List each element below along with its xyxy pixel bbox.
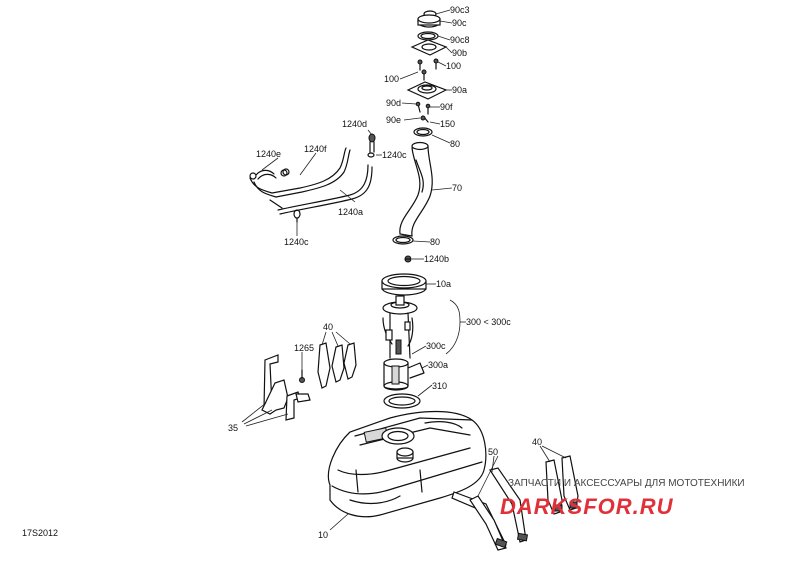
callout-label: 90e xyxy=(386,115,401,125)
callout-label: 1240f xyxy=(304,144,327,154)
callout-label: 300 < 300c xyxy=(466,317,511,327)
callout-label: 1240e xyxy=(256,149,281,159)
callout-label: 1240d xyxy=(342,119,367,129)
callout-label: 40 xyxy=(532,437,542,447)
pump-lock-ring xyxy=(381,255,427,296)
callout-label: 150 xyxy=(440,119,455,129)
callout-label: 90a xyxy=(452,85,467,95)
callout-label: 1240c xyxy=(382,150,407,160)
callout-label: 300c xyxy=(426,341,446,351)
watermark-logo: DARKSFOR.RU xyxy=(500,494,674,519)
callout-label: 10 xyxy=(318,530,328,540)
callout-labels: 90c3 90c 90c8 90b 100 100 90a 90d 90f 90… xyxy=(228,5,542,540)
leader-lines xyxy=(241,9,567,531)
callout-label: 1265 xyxy=(294,343,314,353)
callout-label: 90c8 xyxy=(450,35,470,45)
callout-label: 90b xyxy=(452,48,467,58)
callout-label: 100 xyxy=(446,61,461,71)
callout-label: 90d xyxy=(386,98,401,108)
vent-hoses xyxy=(249,133,376,223)
watermark-tagline: ЗАПЧАСТИ И АКСЕССУАРЫ ДЛЯ МОТОТЕХНИКИ xyxy=(508,478,745,489)
callout-label: 90c xyxy=(452,18,467,28)
fuel-pump-module xyxy=(382,295,425,409)
callout-label: 35 xyxy=(228,423,238,433)
callout-label: 90c3 xyxy=(450,5,470,15)
callout-label: 40 xyxy=(323,322,333,332)
callout-label: 50 xyxy=(488,447,498,457)
callout-label: 10a xyxy=(436,279,451,289)
tank-brackets-right xyxy=(451,455,579,551)
callout-label: 90f xyxy=(440,102,453,112)
callout-label: 310 xyxy=(432,381,447,391)
callout-label: 1240b xyxy=(424,254,449,264)
callout-label: 80 xyxy=(450,139,460,149)
figure-code: 17S2012 xyxy=(22,528,58,538)
callout-label: 100 xyxy=(384,74,399,84)
tank-brackets-left xyxy=(261,342,357,421)
watermark: ЗАПЧАСТИ И АКСЕССУАРЫ ДЛЯ МОТОТЕХНИКИ DA… xyxy=(500,478,745,519)
callout-label: 80 xyxy=(430,237,440,247)
callout-label: 70 xyxy=(452,183,462,193)
filler-hose xyxy=(392,127,433,245)
callout-label: 1240c xyxy=(284,237,309,247)
callout-label: 300a xyxy=(428,360,448,370)
fuel-tank xyxy=(327,410,487,518)
callout-label: 1240a xyxy=(338,207,363,217)
